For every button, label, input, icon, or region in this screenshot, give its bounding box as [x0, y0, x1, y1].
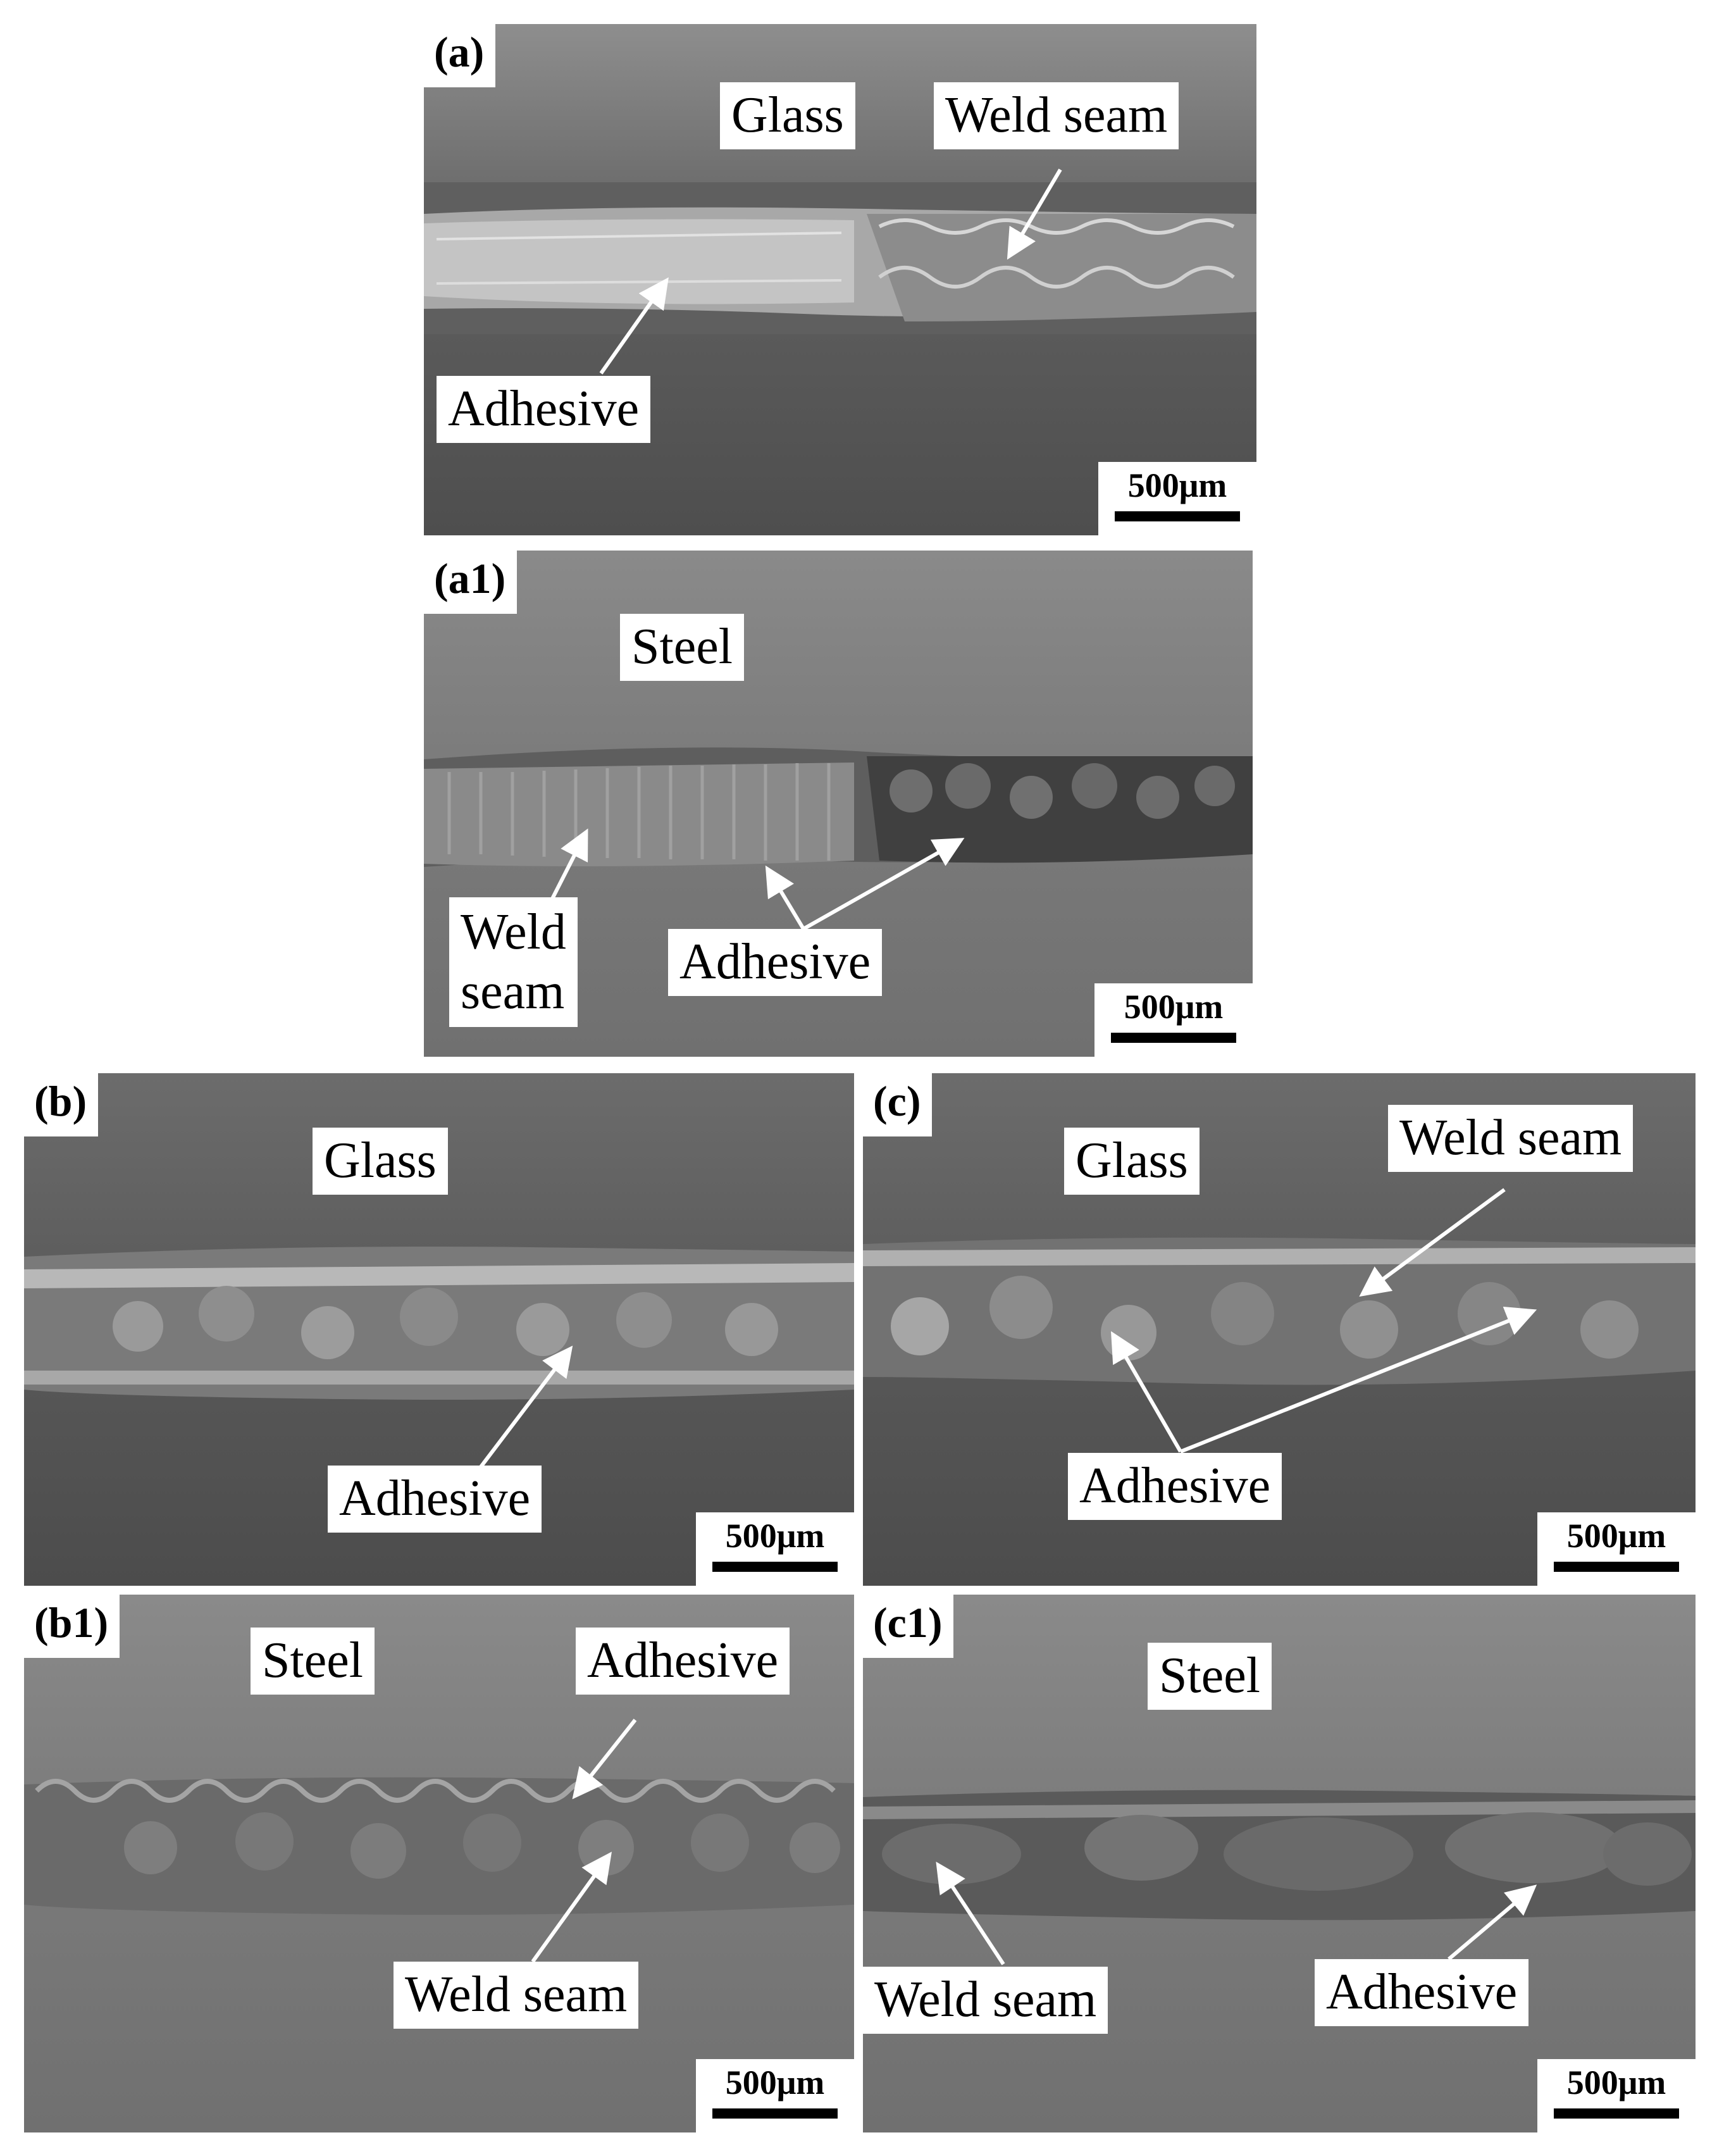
panel-tag: (a1): [424, 551, 518, 614]
scale-bar: 500μm: [696, 1512, 854, 1586]
label-adhesive: Adhesive: [668, 929, 883, 996]
arrow-adhesive: [765, 865, 805, 930]
arrow-weld-seam: [936, 1861, 1005, 1965]
arrow-weld-seam: [531, 1852, 612, 1963]
scale-bar: 500μm: [1098, 462, 1256, 535]
sem-image-a1: [424, 747, 1253, 867]
sem-image-c: [863, 1237, 1696, 1385]
sem-panel-a: (a) Glass Weld seam Adhesive 500μm: [424, 24, 1256, 535]
arrow-adhesive: [599, 277, 669, 375]
label-glass: Glass: [313, 1128, 448, 1195]
scale-bar: 500μm: [1537, 2059, 1696, 2132]
panel-tag: (c1): [863, 1595, 954, 1658]
panel-tag: (b): [24, 1073, 99, 1136]
panel-tag: (a): [424, 24, 496, 87]
scale-bar: 500μm: [1094, 983, 1253, 1057]
label-weld-seam: Weld seam: [863, 1967, 1108, 2034]
scale-bar-line: [1554, 1562, 1679, 1572]
label-weld-seam: Weld seam: [934, 82, 1179, 149]
label-glass: Glass: [1064, 1128, 1200, 1195]
scale-bar-label: 500μm: [725, 2064, 825, 2101]
arrow-adhesive: [1179, 1307, 1537, 1454]
scale-bar-line: [1111, 1033, 1236, 1043]
label-adhesive: Adhesive: [1068, 1453, 1282, 1520]
label-adhesive: Adhesive: [576, 1628, 790, 1695]
arrow-weld-seam: [547, 828, 588, 906]
scale-bar-label: 500μm: [1566, 1517, 1666, 1555]
scale-bar-line: [712, 1562, 838, 1572]
label-adhesive: Adhesive: [1315, 1959, 1529, 2026]
arrow-adhesive: [572, 1719, 637, 1800]
sem-image-a: [424, 182, 1256, 334]
sem-panel-b1: (b1) Steel Adhesive Weld seam 500μm: [24, 1595, 854, 2132]
sem-panel-b: (b) Glass Adhesive 500μm: [24, 1073, 854, 1586]
sem-image-b: [24, 1247, 854, 1400]
arrow-adhesive: [479, 1345, 573, 1468]
scale-bar-label: 500μm: [1566, 2064, 1666, 2101]
scale-bar-label: 500μm: [1124, 988, 1224, 1026]
sem-image-c1: [863, 1790, 1696, 1921]
label-steel: Steel: [1148, 1643, 1272, 1710]
label-adhesive: Adhesive: [328, 1466, 542, 1533]
scale-bar-label: 500μm: [1127, 466, 1227, 504]
arrow-weld-seam: [1359, 1188, 1506, 1297]
scale-bar-line: [712, 2108, 838, 2119]
label-weld-seam: Weld seam: [394, 1962, 639, 2029]
panel-tag: (b1): [24, 1595, 120, 1658]
arrow-adhesive: [1110, 1331, 1182, 1453]
arrow-adhesive: [802, 838, 965, 931]
arrow-adhesive: [1448, 1884, 1537, 1961]
arrow-weld-seam: [1007, 168, 1062, 260]
label-glass: Glass: [720, 82, 855, 149]
label-adhesive: Adhesive: [437, 376, 651, 443]
label-steel: Steel: [251, 1628, 375, 1695]
sem-image-b1: [24, 1777, 854, 1915]
sem-panel-c: (c) Glass Weld seam Adhesive 500μm: [863, 1073, 1696, 1586]
scale-bar: 500μm: [1537, 1512, 1696, 1586]
scale-bar: 500μm: [696, 2059, 854, 2132]
sem-panel-a1: (a1) Steel Weld seam Adhesive 500μm: [424, 551, 1253, 1057]
scale-bar-label: 500μm: [725, 1517, 825, 1555]
scale-bar-line: [1554, 2108, 1679, 2119]
label-weld-seam: Weld seam: [449, 897, 578, 1027]
label-steel: Steel: [620, 614, 744, 681]
scale-bar-line: [1115, 511, 1240, 521]
sem-panel-c1: (c1) Steel Weld seam Adhesive 500μm: [863, 1595, 1696, 2132]
label-weld-seam: Weld seam: [1388, 1105, 1634, 1172]
panel-tag: (c): [863, 1073, 933, 1136]
